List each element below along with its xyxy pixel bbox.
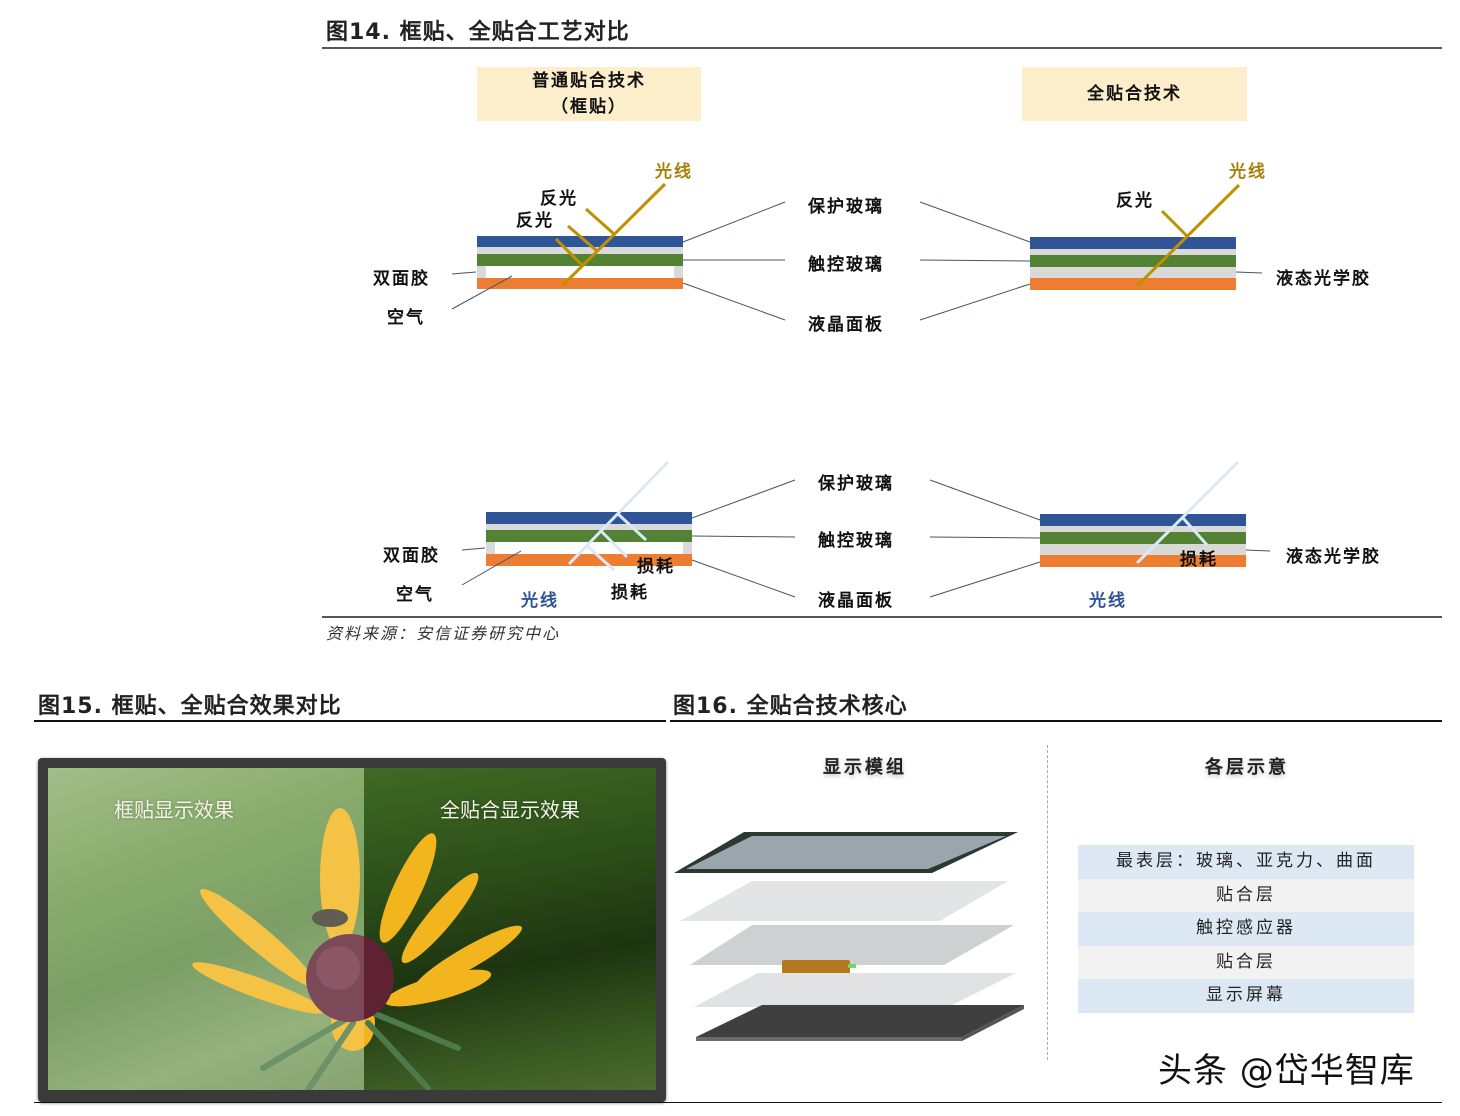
label-oca-bottom: 液态光学胶 xyxy=(1286,547,1381,567)
fig15-title-rule xyxy=(34,720,666,722)
fig15-title: 图15. 框贴、全贴合效果对比 xyxy=(38,694,342,719)
label-reflection-1: 反光 xyxy=(540,189,578,209)
label-double-tape: 双面胶 xyxy=(373,269,430,289)
layer-row-display: 显示屏幕 xyxy=(1078,979,1414,1013)
comparison-photo-frame: 框贴显示效果 全贴合显示效果 xyxy=(38,758,666,1102)
caption-full-lamination: 全贴合显示效果 xyxy=(440,798,580,822)
label-touch-glass-bottom: 触控玻璃 xyxy=(818,531,894,551)
flower-illustration xyxy=(192,808,522,1090)
photo-haze-overlay xyxy=(48,768,364,1090)
label-air-bottom: 空气 xyxy=(396,585,434,605)
flower-comparison-photo: 框贴显示效果 全贴合显示效果 xyxy=(48,768,656,1090)
label-protect-glass-bottom: 保护玻璃 xyxy=(818,474,894,494)
label-loss-right: 损耗 xyxy=(1180,550,1218,570)
label-lcd-panel-bottom: 液晶面板 xyxy=(818,591,894,611)
label-oca: 液态光学胶 xyxy=(1276,269,1371,289)
fig14-title-rule xyxy=(322,47,1442,49)
label-touch-glass: 触控玻璃 xyxy=(808,255,884,275)
layer-row-adhesive-2: 贴合层 xyxy=(1078,945,1414,979)
header-standard-line1: 普通贴合技术 xyxy=(532,71,646,91)
label-light-ray-right: 光线 xyxy=(1229,162,1267,182)
label-protect-glass: 保护玻璃 xyxy=(808,197,884,217)
fig14-top-diagram xyxy=(451,182,1263,321)
layers-table: 最表层：玻璃、亚克力、曲面 贴合层 触控感应器 贴合层 显示屏幕 xyxy=(1078,845,1414,1013)
label-light-ray-bottom-right: 光线 xyxy=(1089,591,1127,611)
layer-row-adhesive-1: 贴合层 xyxy=(1078,878,1414,912)
caption-frame-bonding: 框贴显示效果 xyxy=(114,798,234,822)
fig14-title: 图14. 框贴、全贴合工艺对比 xyxy=(326,20,630,45)
label-reflection-right: 反光 xyxy=(1116,191,1154,211)
header-standard-bonding: 普通贴合技术 （框贴） xyxy=(477,67,701,121)
label-light-ray-bottom-left: 光线 xyxy=(521,591,559,611)
fig14-source: 资料来源：安信证券研究中心 xyxy=(326,624,561,643)
watermark: 头条 @岱华智库 xyxy=(1158,1051,1415,1091)
layer-row-surface: 最表层：玻璃、亚克力、曲面 xyxy=(1078,845,1414,879)
display-module-title: 显示模组 xyxy=(823,757,907,778)
label-lcd-panel: 液晶面板 xyxy=(808,315,884,335)
label-loss-1: 损耗 xyxy=(637,557,675,577)
fig16-title-rule xyxy=(670,720,1442,722)
header-standard-line2: （框贴） xyxy=(551,97,627,117)
label-loss-2: 损耗 xyxy=(611,583,649,603)
label-light-ray-left: 光线 xyxy=(655,162,693,182)
label-air: 空气 xyxy=(387,308,425,328)
label-reflection-2: 反光 xyxy=(516,211,554,231)
layers-title: 各层示意 xyxy=(1205,757,1289,778)
layer-row-touch-sensor: 触控感应器 xyxy=(1078,912,1414,946)
fig14-bottom-diagram xyxy=(461,460,1271,598)
exploded-display-module xyxy=(674,832,1024,1041)
fig16-title: 图16. 全贴合技术核心 xyxy=(673,694,908,719)
fig16-bottom-rule xyxy=(34,1102,1442,1103)
fig14-bottom-rule xyxy=(322,616,1442,618)
header-full-lamination: 全贴合技术 xyxy=(1022,67,1247,121)
header-full-text: 全贴合技术 xyxy=(1087,84,1182,104)
panel-divider xyxy=(1047,745,1048,1060)
label-double-tape-bottom: 双面胶 xyxy=(383,546,440,566)
